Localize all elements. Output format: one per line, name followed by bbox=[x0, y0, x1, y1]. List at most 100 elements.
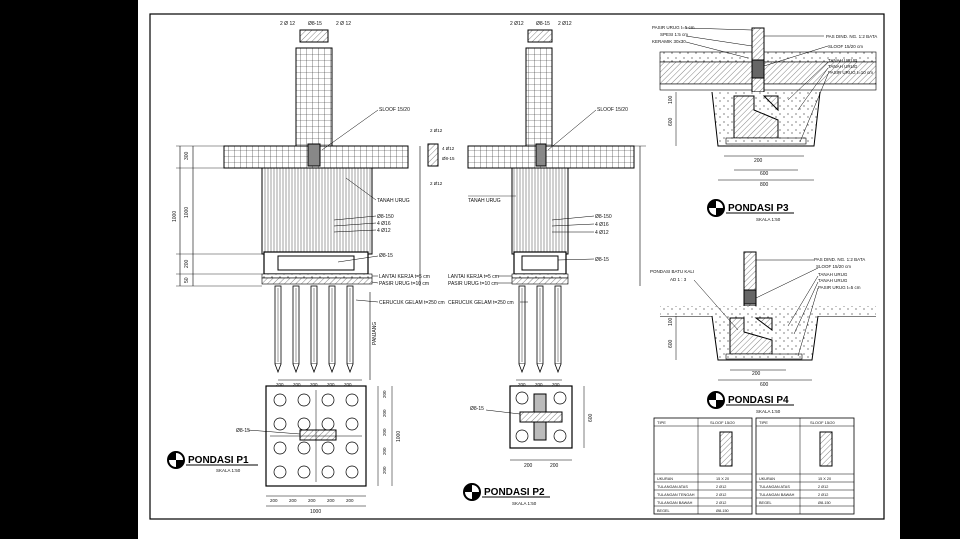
p1-callout-beugel: Ø8-150 bbox=[377, 214, 394, 220]
p2-side-4d12: 4 Ø12 bbox=[442, 146, 455, 151]
p2-callout-beugel: Ø8-150 bbox=[595, 214, 612, 220]
table-row-value: 2 Ø12 bbox=[818, 485, 828, 489]
p3-callout-sloof: SLOOF 15/20 cm bbox=[828, 44, 863, 49]
p4-callout-tanah-b: TANAH URUG bbox=[818, 278, 848, 283]
p2-plan-label: Ø8-15 bbox=[470, 406, 484, 412]
p2-callout-sloof: SLOOF 15/20 bbox=[597, 107, 628, 113]
p2-dim-top-left: 2 Ø12 bbox=[510, 21, 524, 27]
p2-callout-4d12: 4 Ø12 bbox=[595, 230, 609, 236]
table-row-label: TULANGAN ATAS bbox=[759, 485, 790, 489]
p1-plan-total: 1000 bbox=[310, 509, 321, 515]
p3-dim-200: 200 bbox=[754, 158, 763, 164]
p1-section: 2 Ø 12 Ø8-15 2 Ø 12 300 1000 200 50 1000… bbox=[172, 21, 445, 387]
pile bbox=[310, 285, 318, 374]
p2-callout-d8: Ø8-15 bbox=[595, 257, 609, 263]
table-row-label: UKURAN bbox=[657, 477, 673, 481]
p3-section: PASIR URUG t=5 cm SPESI 1:5 cm KERAMIK 3… bbox=[652, 25, 877, 188]
t2-header-tipe: TIPE bbox=[759, 420, 768, 425]
p4-title-block: PONDASI P4 SKALA 1:50 bbox=[707, 391, 794, 414]
pile bbox=[536, 285, 544, 374]
table-row-value: 15 X 20 bbox=[818, 477, 831, 481]
p4-dim-200: 200 bbox=[752, 371, 761, 377]
p2-side-2d12-bot: 2 Ø12 bbox=[430, 181, 443, 186]
p2-dim-top-mid: Ø8-15 bbox=[536, 21, 550, 27]
plan-pile bbox=[273, 393, 287, 407]
pile bbox=[274, 285, 282, 374]
p4-elev-600: 600 bbox=[668, 339, 674, 348]
table-row-label: TULANGAN BAWAH bbox=[759, 493, 795, 497]
p4-callout-batu-kali: PONDASI BATU KALI bbox=[650, 269, 694, 274]
table-row-label: TULANGAN BAWAH bbox=[657, 501, 693, 505]
table-row-label: BEGEL bbox=[657, 509, 670, 513]
plan-pile bbox=[297, 417, 311, 431]
table-row-label: UKURAN bbox=[759, 477, 775, 481]
t1-header-tipe: TIPE bbox=[657, 420, 666, 425]
plan-pile bbox=[297, 393, 311, 407]
plan-pile bbox=[273, 441, 287, 455]
t2-header-sloof: SLOOF 15/20 bbox=[810, 420, 835, 425]
p4-callout-pasir: PASIR URUG t=5 cm bbox=[818, 285, 861, 290]
p2-title: PONDASI P2 bbox=[484, 487, 545, 498]
p2-callout-tanah: TANAH URUG bbox=[468, 198, 501, 204]
p4-title: PONDASI P4 bbox=[728, 395, 789, 406]
table-row-label: TULANGAN ATAS bbox=[657, 485, 688, 489]
p1-elev-50: 50 bbox=[184, 277, 190, 283]
plan-pile bbox=[345, 465, 359, 479]
plan-pile bbox=[321, 465, 335, 479]
pile bbox=[292, 285, 300, 374]
p2-side-2d12-top: 2 Ø12 bbox=[430, 128, 443, 133]
p3-callout-pasir: PASIR URUG t=5 cm bbox=[652, 25, 695, 30]
p1-title-block: PONDASI P1 SKALA 1:50 bbox=[167, 451, 258, 473]
p1-elev-200: 200 bbox=[184, 259, 190, 268]
p1-scale: SKALA 1:50 bbox=[216, 468, 241, 473]
p2-section: 2 Ø12 Ø8-15 2 Ø12 2 Ø12 4 Ø12 Ø8-15 2 Ø1… bbox=[427, 21, 646, 387]
p2-callout-pasir: PASIR URUG t=10 cm bbox=[448, 281, 498, 287]
p4-section: PAS DIND. NG. 1:2 BATA SLOOF 15/20 cm TA… bbox=[650, 251, 876, 388]
plan-pile bbox=[553, 429, 567, 443]
pile bbox=[518, 285, 526, 374]
plan-pile bbox=[273, 465, 287, 479]
p1-callout-lantai: LANTAI KERJA t=5 cm bbox=[379, 274, 430, 280]
p4-elev-100: 100 bbox=[668, 317, 674, 326]
p1-plan-vspacing: 200 bbox=[382, 390, 387, 398]
table-row-value: Ø8-150 bbox=[818, 501, 831, 505]
p1-pile-spacing: 200 bbox=[344, 382, 352, 387]
t1-header-sloof: SLOOF 15/20 bbox=[710, 420, 735, 425]
p2-scale: SKALA 1:50 bbox=[512, 501, 537, 506]
p2-pile-spacing: 200 bbox=[535, 382, 543, 387]
p1-dim-top-mid: Ø8-15 bbox=[308, 21, 322, 27]
p2-side-d8: Ø8-15 bbox=[442, 156, 455, 161]
plan-pile bbox=[515, 391, 529, 405]
p2-callout-4d16: 4 Ø16 bbox=[595, 222, 609, 228]
plan-pile bbox=[345, 441, 359, 455]
p1-plan-hspacing: 200 bbox=[346, 498, 354, 503]
p2-pile-spacing: 200 bbox=[552, 382, 560, 387]
p1-plan-hspacing: 200 bbox=[289, 498, 297, 503]
p3-elev-100: 100 bbox=[668, 95, 674, 104]
p4-callout-ad: AD 1 : 3 bbox=[670, 277, 687, 282]
pile bbox=[328, 285, 336, 374]
p3-callout-keramik: KERAMIK 30x30 bbox=[652, 39, 686, 44]
p3-dim-600: 600 bbox=[760, 171, 769, 177]
p1-plan-label: Ø8-15 bbox=[236, 428, 250, 434]
plan-pile bbox=[297, 465, 311, 479]
table-row-value: Ø8-150 bbox=[716, 509, 729, 513]
sloof-table-2: TIPE SLOOF 15/20 UKURAN 15 X 20 TULANGAN A… bbox=[755, 417, 855, 515]
p3-callout-tanah-a: TANAH URUG bbox=[828, 58, 858, 63]
p3-title-block: PONDASI P3 SKALA 1:50 bbox=[707, 199, 794, 222]
pile bbox=[554, 285, 562, 374]
foundation-drawing: 2 Ø 12 Ø8-15 2 Ø 12 300 1000 200 50 1000… bbox=[149, 13, 885, 520]
p3-elev-600: 600 bbox=[668, 117, 674, 126]
p1-callout-pasir: PASIR URUG t=10 cm bbox=[379, 281, 429, 287]
p1-plan-hspacing: 200 bbox=[270, 498, 278, 503]
p2-dim-top-right: 2 Ø12 bbox=[558, 21, 572, 27]
p1-elev-300: 300 bbox=[184, 151, 190, 160]
p3-callout-dinding: PAS DIND. NG. 1:2 BATA bbox=[826, 34, 877, 39]
p1-callout-sloof: SLOOF 15/20 bbox=[379, 107, 410, 113]
plan-pile bbox=[553, 391, 567, 405]
p1-pile-label: PANJANG bbox=[372, 322, 378, 345]
table-row-value: 2 Ø12 bbox=[716, 501, 726, 505]
plan-pile bbox=[273, 417, 287, 431]
